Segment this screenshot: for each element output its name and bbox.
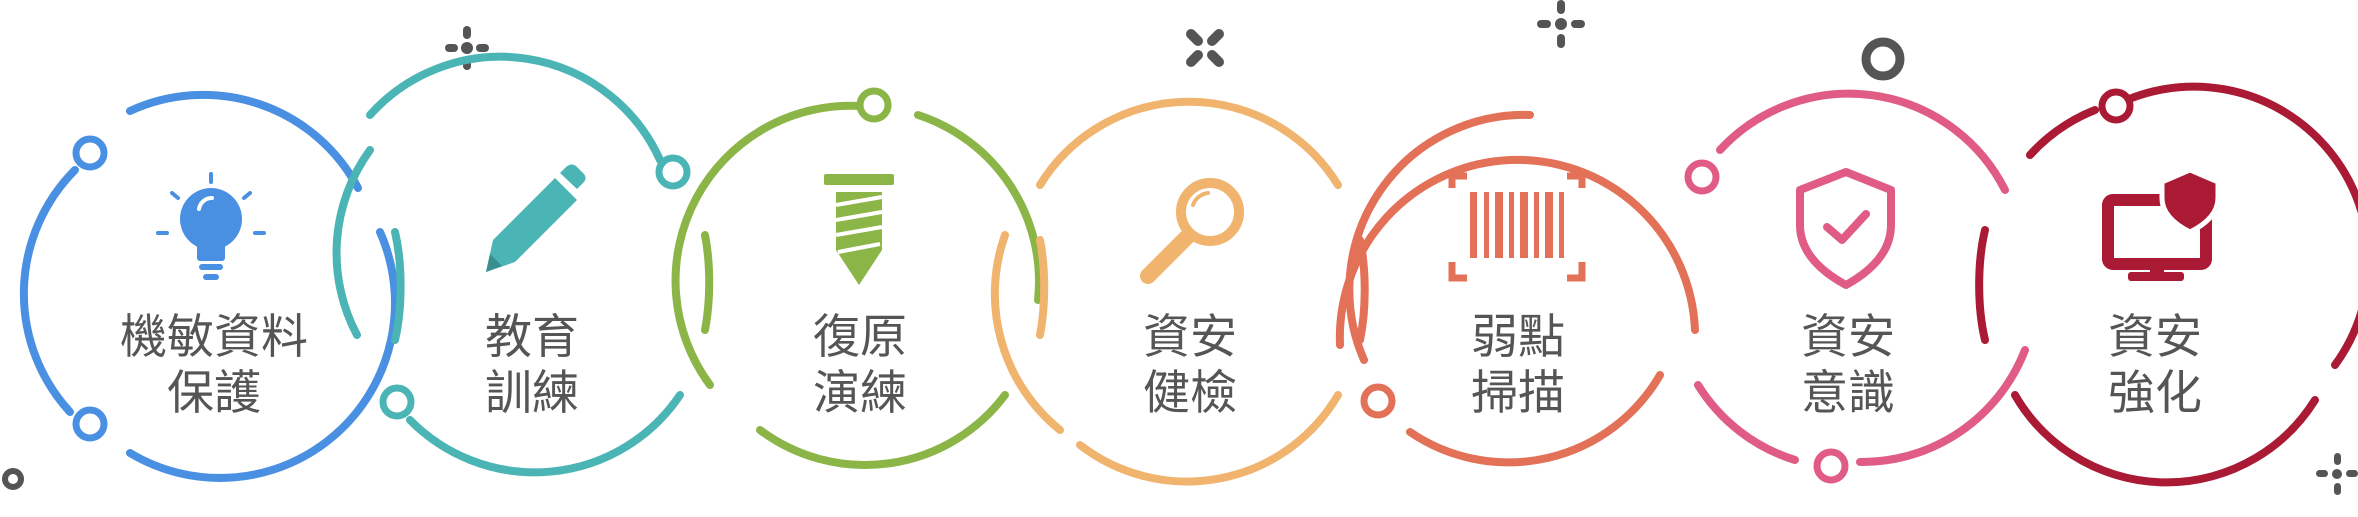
step-3-ring	[671, 87, 1043, 469]
step-3-label: 復原 演練	[730, 310, 990, 422]
step-7-label-line2: 強化	[2108, 366, 2202, 421]
step-5-label: 弱點 掃描	[1388, 310, 1648, 422]
step-3-label-line2: 演練	[813, 366, 907, 421]
decor-ring-large	[1861, 37, 1905, 81]
step-7-label-line1: 資安	[2108, 310, 2202, 365]
step-7-ring	[1975, 82, 2358, 487]
step-5-ring	[1335, 110, 1699, 467]
step-1-label-line2: 保護	[167, 366, 261, 421]
decor-x-mark	[1186, 29, 1224, 67]
decor-ring-small	[2, 468, 24, 490]
lightbulb-icon	[156, 172, 266, 280]
screw-icon	[824, 174, 894, 285]
step-4-label-line1: 資安	[1143, 310, 1237, 365]
step-2-label: 教育 訓練	[402, 310, 662, 422]
magnifier-icon	[1140, 178, 1244, 284]
pencil-icon	[486, 164, 586, 272]
step-4-label-line2: 健檢	[1143, 366, 1237, 421]
step-1-label: 機敏資料 保護	[84, 310, 344, 422]
step-5-label-line2: 掃描	[1471, 366, 1565, 421]
shield-check-icon	[1796, 168, 1895, 289]
step-7-label: 資安 強化	[2025, 310, 2285, 422]
barcode-scan-icon	[1448, 172, 1586, 282]
step-4-ring	[990, 97, 1342, 486]
step-2-label-line1: 教育	[485, 310, 579, 365]
computer-shield-icon	[2102, 167, 2221, 281]
step-1-ring	[19, 90, 399, 482]
step-2-label-line2: 訓練	[485, 366, 579, 421]
step-4-label: 資安 健檢	[1060, 310, 1320, 422]
decor-sparkle-3	[2316, 453, 2358, 495]
step-6-label: 資安 意識	[1718, 310, 1978, 422]
step-5-label-line1: 弱點	[1471, 310, 1565, 365]
step-6-ring	[1684, 89, 2029, 484]
step-1-label-line1: 機敏資料	[120, 310, 308, 365]
step-6-label-line2: 意識	[1801, 366, 1895, 421]
decor-sparkle-2	[1537, 0, 1585, 48]
step-3-label-line1: 復原	[813, 310, 907, 365]
step-2-ring	[332, 52, 691, 477]
step-6-label-line1: 資安	[1801, 310, 1895, 365]
